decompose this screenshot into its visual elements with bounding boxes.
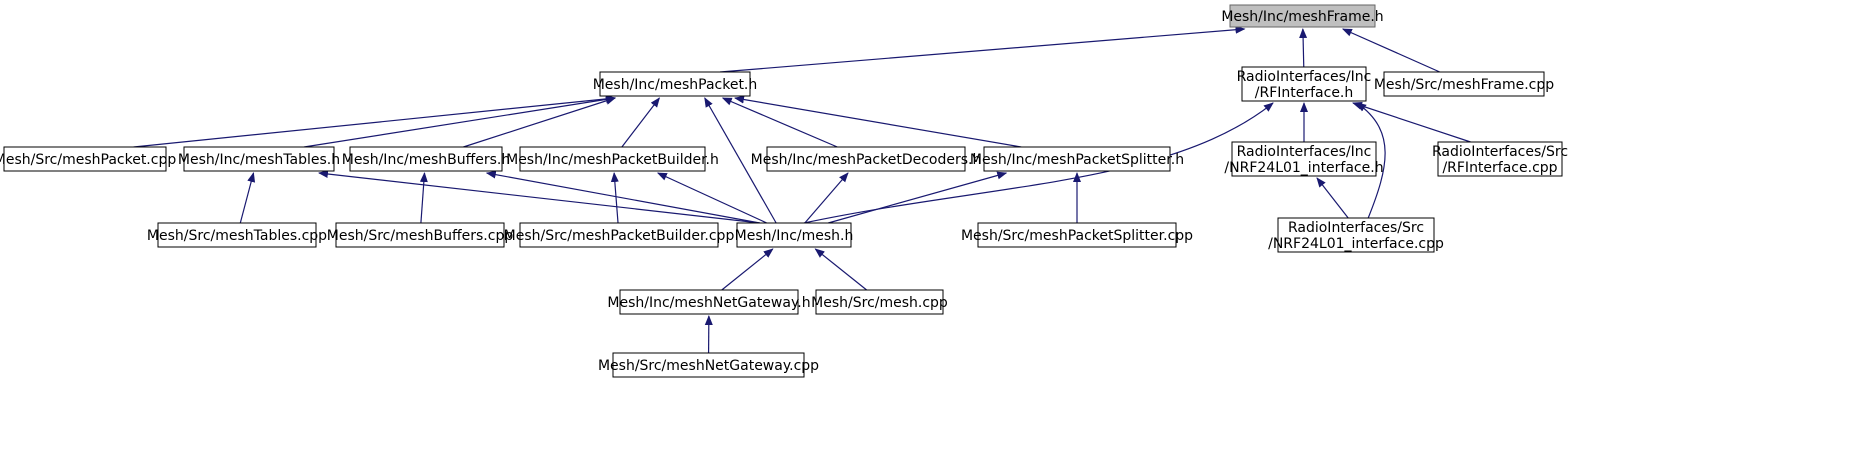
node-box [599, 71, 751, 97]
node-mesh-cpp[interactable]: Mesh/Src/mesh.cpp [811, 289, 948, 315]
node-label: RadioInterfaces/Src [1432, 144, 1568, 160]
edge-mesh-packet-decoders-h-to-mesh-packet-h [721, 97, 838, 148]
edge-mesh-packet-h-to-mesh-frame-h [719, 25, 1246, 73]
node-box [977, 222, 1177, 248]
edge-rfinterface-cpp-to-rfinterface-h [1352, 102, 1471, 143]
node-mesh-packet-h[interactable]: Mesh/Inc/meshPacket.h [593, 71, 758, 97]
node-label: Mesh/Src/mesh.cpp [811, 295, 948, 311]
node-label: /RFInterface.cpp [1442, 160, 1557, 176]
node-label: Mesh/Inc/meshFrame.h [1221, 9, 1383, 25]
edge-mesh-packet-builder-cpp-to-mesh-packet-builder-h [610, 172, 619, 224]
node-label: Mesh/Src/meshFrame.cpp [1374, 77, 1554, 93]
node-mesh-frame-h[interactable]: Mesh/Inc/meshFrame.h [1221, 4, 1384, 28]
node-mesh-net-gateway-cpp[interactable]: Mesh/Src/meshNetGateway.cpp [598, 352, 819, 378]
edge-mesh-net-gateway-h-to-mesh-h [721, 248, 774, 291]
node-label: Mesh/Src/meshPacket.cpp [0, 152, 176, 168]
edge-mesh-packet-splitter-h-to-mesh-packet-h [734, 95, 1022, 148]
node-box [335, 222, 505, 248]
node-label: Mesh/Src/meshTables.cpp [147, 228, 327, 244]
edge-mesh-buffers-cpp-to-mesh-buffers-h [419, 172, 428, 224]
node-label: Mesh/Src/meshBuffers.cpp [327, 228, 514, 244]
node-box [766, 146, 966, 172]
node-label: Mesh/Inc/meshPacketDecoders.h [751, 152, 982, 168]
node-label: Mesh/Inc/meshPacketSplitter.h [970, 152, 1184, 168]
node-label: Mesh/Inc/meshTables.h [178, 152, 340, 168]
node-box [1231, 141, 1377, 177]
node-rfinterface-cpp[interactable]: RadioInterfaces/Src/RFInterface.cpp [1432, 141, 1568, 177]
edge-mesh-h-to-mesh-buffers-h [485, 170, 760, 224]
node-mesh-buffers-h[interactable]: Mesh/Inc/meshBuffers.h [342, 146, 511, 172]
node-mesh-h[interactable]: Mesh/Inc/mesh.h [735, 222, 854, 248]
node-label: Mesh/Inc/meshNetGateway.h [607, 295, 810, 311]
edge-mesh-h-to-mesh-tables-h [318, 170, 760, 224]
node-box [1383, 71, 1545, 97]
edge-nrf24-l01-interface-cpp-to-nrf24-l01-interface-h [1316, 177, 1349, 219]
edge-mesh-cpp-to-mesh-h [814, 248, 868, 291]
node-box [157, 222, 317, 248]
node-label: RadioInterfaces/Src [1288, 220, 1424, 236]
node-rfinterface-h[interactable]: RadioInterfaces/Inc/RFInterface.h [1237, 66, 1372, 102]
node-label: Mesh/Src/meshPacketSplitter.cpp [961, 228, 1193, 244]
node-box [1241, 66, 1367, 102]
node-label: RadioInterfaces/Inc [1237, 69, 1372, 85]
node-nrf24-l01-interface-cpp[interactable]: RadioInterfaces/Src/NRF24L01_interface.c… [1268, 217, 1444, 253]
node-nrf24-l01-interface-h[interactable]: RadioInterfaces/Inc/NRF24L01_interface.h [1224, 141, 1384, 177]
node-box [612, 352, 805, 378]
nodes-layer: Mesh/Inc/meshFrame.hMesh/Inc/meshPacket.… [0, 4, 1568, 378]
node-mesh-packet-splitter-h[interactable]: Mesh/Inc/meshPacketSplitter.h [970, 146, 1184, 172]
node-label: Mesh/Inc/mesh.h [735, 228, 854, 244]
node-mesh-packet-builder-cpp[interactable]: Mesh/Src/meshPacketBuilder.cpp [504, 222, 735, 248]
node-box [983, 146, 1171, 172]
node-label: Mesh/Src/meshNetGateway.cpp [598, 358, 819, 374]
edge-mesh-tables-cpp-to-mesh-tables-h [239, 172, 256, 224]
node-label: Mesh/Src/meshPacketBuilder.cpp [504, 228, 735, 244]
node-mesh-net-gateway-h[interactable]: Mesh/Inc/meshNetGateway.h [607, 289, 811, 315]
edge-mesh-tables-h-to-mesh-packet-h [303, 95, 616, 148]
node-box [619, 289, 799, 315]
node-mesh-tables-cpp[interactable]: Mesh/Src/meshTables.cpp [147, 222, 327, 248]
node-mesh-packet-decoders-h[interactable]: Mesh/Inc/meshPacketDecoders.h [751, 146, 982, 172]
node-mesh-frame-cpp[interactable]: Mesh/Src/meshFrame.cpp [1374, 71, 1554, 97]
node-label: Mesh/Inc/meshPacketBuilder.h [506, 152, 719, 168]
node-box [519, 222, 719, 248]
edge-mesh-h-to-mesh-packet-h [704, 97, 777, 224]
node-box [1437, 141, 1563, 177]
edge-rfinterface-h-to-mesh-frame-h [1299, 28, 1308, 68]
edge-mesh-h-to-mesh-packet-builder-h [656, 172, 768, 224]
node-box [736, 222, 852, 248]
node-label: Mesh/Inc/meshBuffers.h [342, 152, 511, 168]
node-box [519, 146, 706, 172]
edge-mesh-packet-builder-h-to-mesh-packet-h [621, 97, 660, 148]
node-mesh-tables-h[interactable]: Mesh/Inc/meshTables.h [178, 146, 340, 172]
edge-mesh-h-to-mesh-packet-splitter-h [828, 171, 1008, 224]
node-box [1229, 4, 1376, 28]
node-box [183, 146, 335, 172]
edge-mesh-buffers-h-to-mesh-packet-h [463, 96, 616, 148]
node-box [3, 146, 167, 172]
node-box [815, 289, 944, 315]
node-label: /NRF24L01_interface.h [1224, 160, 1383, 176]
node-mesh-packet-cpp[interactable]: Mesh/Src/meshPacket.cpp [0, 146, 176, 172]
node-label: Mesh/Inc/meshPacket.h [593, 77, 758, 93]
edge-mesh-packet-cpp-to-mesh-packet-h [133, 94, 616, 148]
node-box [349, 146, 503, 172]
edges-layer [133, 25, 1471, 354]
node-mesh-packet-builder-h[interactable]: Mesh/Inc/meshPacketBuilder.h [506, 146, 719, 172]
node-label: /NRF24L01_interface.cpp [1268, 236, 1444, 252]
edge-nrf24-l01-interface-cpp-to-rfinterface-h [1356, 102, 1386, 219]
node-mesh-packet-splitter-cpp[interactable]: Mesh/Src/meshPacketSplitter.cpp [961, 222, 1193, 248]
node-box [1277, 217, 1435, 253]
node-label: RadioInterfaces/Inc [1237, 144, 1372, 160]
node-mesh-buffers-cpp[interactable]: Mesh/Src/meshBuffers.cpp [327, 222, 514, 248]
edge-mesh-frame-cpp-to-mesh-frame-h [1341, 28, 1441, 73]
edge-mesh-h-to-mesh-packet-decoders-h [804, 172, 849, 224]
node-label: /RFInterface.h [1255, 85, 1354, 101]
